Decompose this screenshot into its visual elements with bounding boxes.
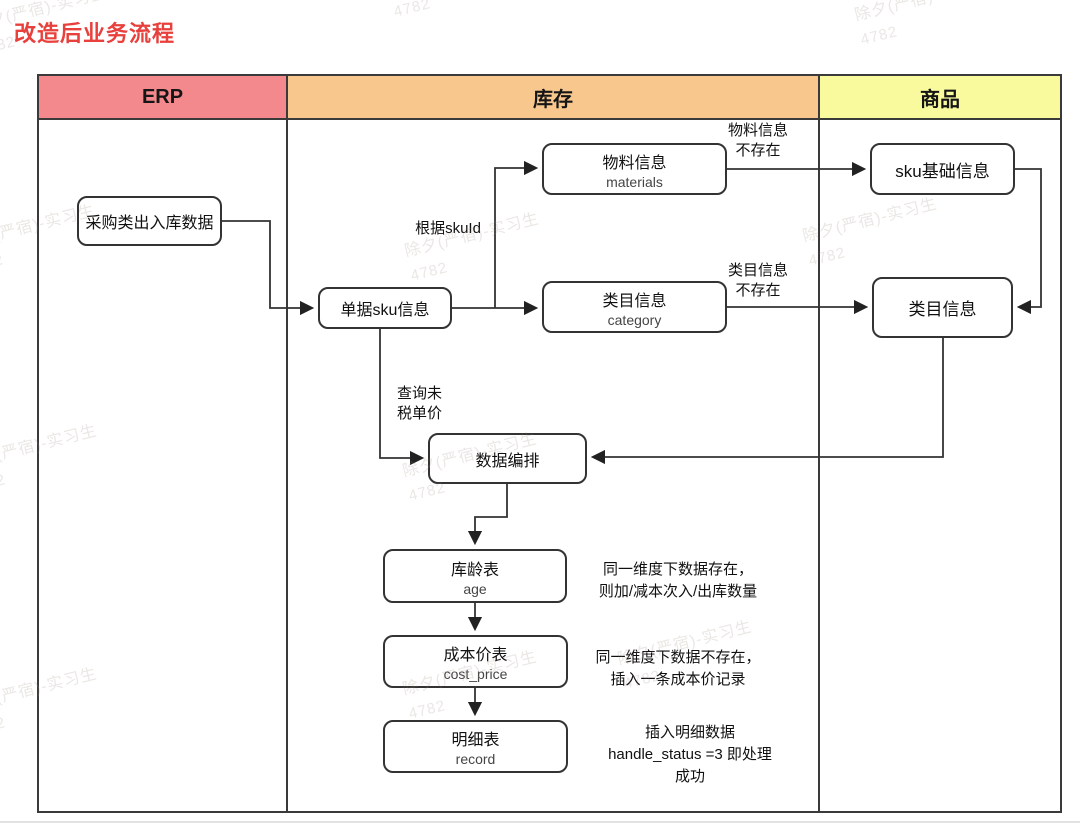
edge-label-query-untaxed-price: 查询未 税单价 [397,385,443,422]
lane-header-goods: 商品 [820,76,1060,118]
node-subtitle: record [455,751,496,767]
edge-label-materials-missing: 物料信息 不存在 [727,122,788,159]
edge-orchestration-to-age [467,484,508,546]
lane-header-inventory: 库存 [288,76,820,118]
node-subtitle: category [607,311,662,328]
node-category: 类目信息 category [542,281,727,333]
node-materials: 物料信息 materials [542,143,727,195]
node-title: 成本价表 [443,647,508,664]
edge-goodscategory-to-orchestration [590,338,944,465]
annotation-age-rule: 同一维度下数据存在， 则加/减本次入/出库数量 [598,561,758,600]
node-title: 库龄表 [450,561,499,579]
node-data-orchestration: 数据编排 [428,433,587,484]
node-title: 明细表 [451,732,500,749]
lane-header-row: ERP 库存 商品 [39,76,1060,120]
node-title: 物料信息 [602,154,667,172]
node-subtitle: cost_price [443,666,508,682]
edge-ordersku-to-orchestration [379,329,425,466]
annotation-record-rule: 插入明细数据 handle_status =3 即处理 成功 [608,724,772,785]
node-age-table: 库龄表 age [383,549,567,603]
node-purchase-data: 采购类出入库数据 [77,196,222,246]
node-goods-category: 类目信息 [872,277,1013,338]
node-record-table: 明细表 record [383,720,568,773]
node-title: 采购类出入库数据 [85,215,214,232]
lane-col-erp [39,120,288,811]
node-sku-base: sku基础信息 [870,143,1015,195]
node-title: 单据sku信息 [340,302,430,319]
edge-label-by-skuid: 根据skuId [415,220,481,237]
lane-header-erp: ERP [39,76,288,118]
lane-body-row [39,120,1060,811]
edge-ordersku-to-materials [494,160,539,308]
node-title: 数据编排 [475,452,540,470]
node-title: 类目信息 [602,292,667,310]
edge-label-category-missing: 类目信息 不存在 [727,262,788,299]
edge-skubase-to-goodscategory [1015,168,1042,315]
edge-purchase-to-ordersku [222,220,315,316]
node-subtitle: age [463,580,487,597]
node-cost-price-table: 成本价表 cost_price [383,635,568,688]
lane-col-inventory [288,120,820,811]
annotation-cost-rule: 同一维度下数据不存在， 插入一条成本价记录 [595,649,761,688]
node-order-sku: 单据sku信息 [318,287,452,329]
page-title: 改造后业务流程 [14,21,176,46]
swimlane-table: ERP 库存 商品 [37,74,1062,813]
node-title: sku基础信息 [895,161,990,181]
page-bottom-divider [0,821,1080,823]
node-title: 类目信息 [908,300,977,319]
node-subtitle: materials [606,173,663,190]
